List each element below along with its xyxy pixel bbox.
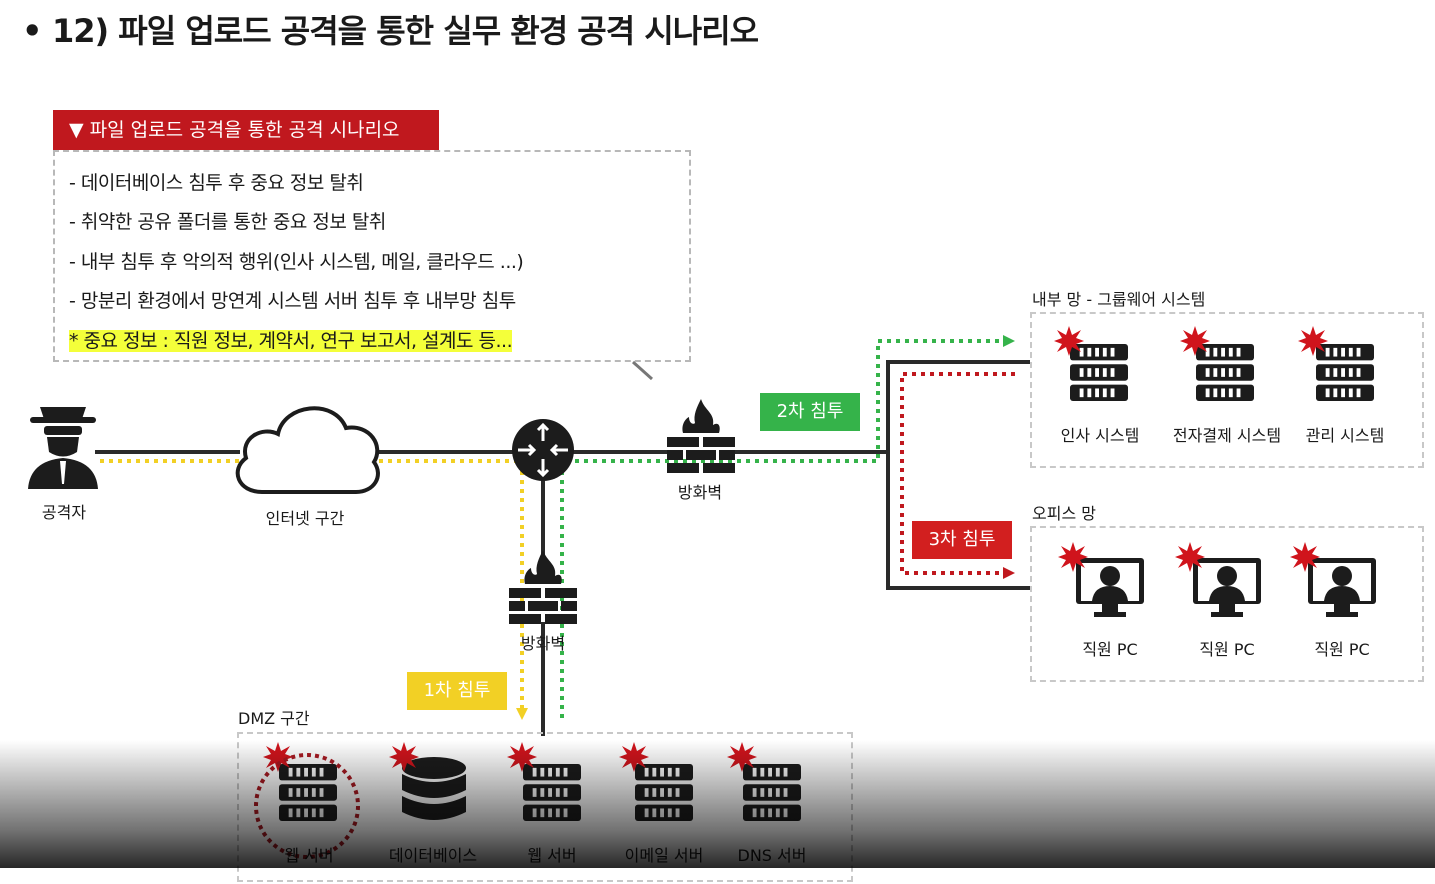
dmz-zone-title: DMZ 구간	[238, 709, 310, 728]
server-icon	[1070, 344, 1128, 402]
dmz-item-label: 웹 서버	[527, 846, 577, 865]
pencil-cursor-icon	[631, 360, 654, 381]
employee-pc-label: 직원 PC	[1199, 640, 1255, 659]
pc-user-icon	[1193, 558, 1261, 617]
server-icon	[635, 764, 693, 822]
firewall-label: 방화벽	[520, 634, 566, 653]
scenario-box: - 데이터베이스 침투 후 중요 정보 탈취 - 취약한 공유 폴더를 통한 중…	[53, 150, 691, 362]
path-second-intrusion	[560, 339, 1005, 718]
scenario-item: - 취약한 공유 폴더를 통한 중요 정보 탈취	[69, 211, 386, 233]
second-intrusion-tag: 2차 침투	[760, 393, 860, 431]
arrow-head-red	[1003, 567, 1015, 579]
firewall-label: 방화벽	[677, 483, 723, 502]
pc-user-icon	[1308, 558, 1376, 617]
dmz-item-label: 이메일 서버	[624, 846, 704, 865]
office-icons	[1058, 542, 1376, 617]
employee-pc-label: 직원 PC	[1082, 640, 1138, 659]
spy-icon	[28, 407, 98, 489]
groupware-icons	[1054, 326, 1374, 402]
title-text: 12) 파일 업로드 공격을 통한 실무 환경 공격 시나리오	[52, 12, 759, 50]
first-intrusion-tag: 1차 침투	[407, 672, 507, 710]
dmz-item-label: 웹 서버	[284, 846, 334, 865]
system-label: 인사 시스템	[1060, 426, 1140, 445]
database-icon	[402, 757, 466, 820]
system-label: 관리 시스템	[1305, 426, 1385, 445]
attacker-label: 공격자	[41, 503, 87, 522]
server-icon	[523, 764, 581, 822]
pc-user-icon	[1076, 558, 1144, 617]
office-zone: 직원 PC 직원 PC 직원 PC	[1030, 526, 1424, 682]
employee-pc-label: 직원 PC	[1314, 640, 1370, 659]
router-icon	[512, 419, 574, 481]
groupware-zone: 인사 시스템 전자결제 시스템 관리 시스템	[1030, 312, 1424, 468]
slide-title: • 12) 파일 업로드 공격을 통한 실무 환경 공격 시나리오	[22, 6, 759, 52]
arrow-head-green	[1003, 335, 1015, 347]
arrow-head-yellow	[516, 708, 528, 720]
server-icon	[1316, 344, 1374, 402]
highlight-text: * 중요 정보 : 직원 정보, 계약서, 연구 보고서, 설계도 등...	[69, 330, 513, 352]
scenario-item: - 내부 침투 후 악의적 행위(인사 시스템, 메일, 클라우드 ...)	[69, 251, 524, 273]
path-third-intrusion	[900, 372, 1015, 575]
third-intrusion-tag: 3차 침투	[912, 521, 1012, 559]
system-label: 전자결제 시스템	[1172, 426, 1282, 445]
cloud-icon	[235, 406, 380, 494]
network-links	[95, 360, 1030, 736]
scenario-highlight: * 중요 정보 : 직원 정보, 계약서, 연구 보고서, 설계도 등...	[69, 326, 513, 353]
office-zone-title: 오피스 망	[1032, 504, 1096, 523]
server-icon	[279, 764, 337, 822]
internet-label: 인터넷 구간	[265, 509, 345, 528]
groupware-zone-title: 내부 망 - 그룹웨어 시스템	[1032, 290, 1206, 309]
dmz-item-label: 데이터베이스	[388, 846, 478, 865]
scenario-header: ▼ 파일 업로드 공격을 통한 공격 시나리오	[53, 110, 439, 150]
firewall-icon	[509, 550, 577, 624]
dmz-item-label: DNS 서버	[737, 846, 807, 865]
scenario-item: - 데이터베이스 침투 후 중요 정보 탈취	[69, 172, 364, 194]
dmz-zone: 웹 서버 데이터베이스 웹 서버 이메일 서버 DNS 서버	[237, 732, 853, 882]
scenario-item: - 망분리 환경에서 망연계 시스템 서버 침투 후 내부망 침투	[69, 290, 516, 312]
server-icon	[1196, 344, 1254, 402]
title-bullet: •	[22, 12, 42, 50]
server-icon	[743, 764, 801, 822]
